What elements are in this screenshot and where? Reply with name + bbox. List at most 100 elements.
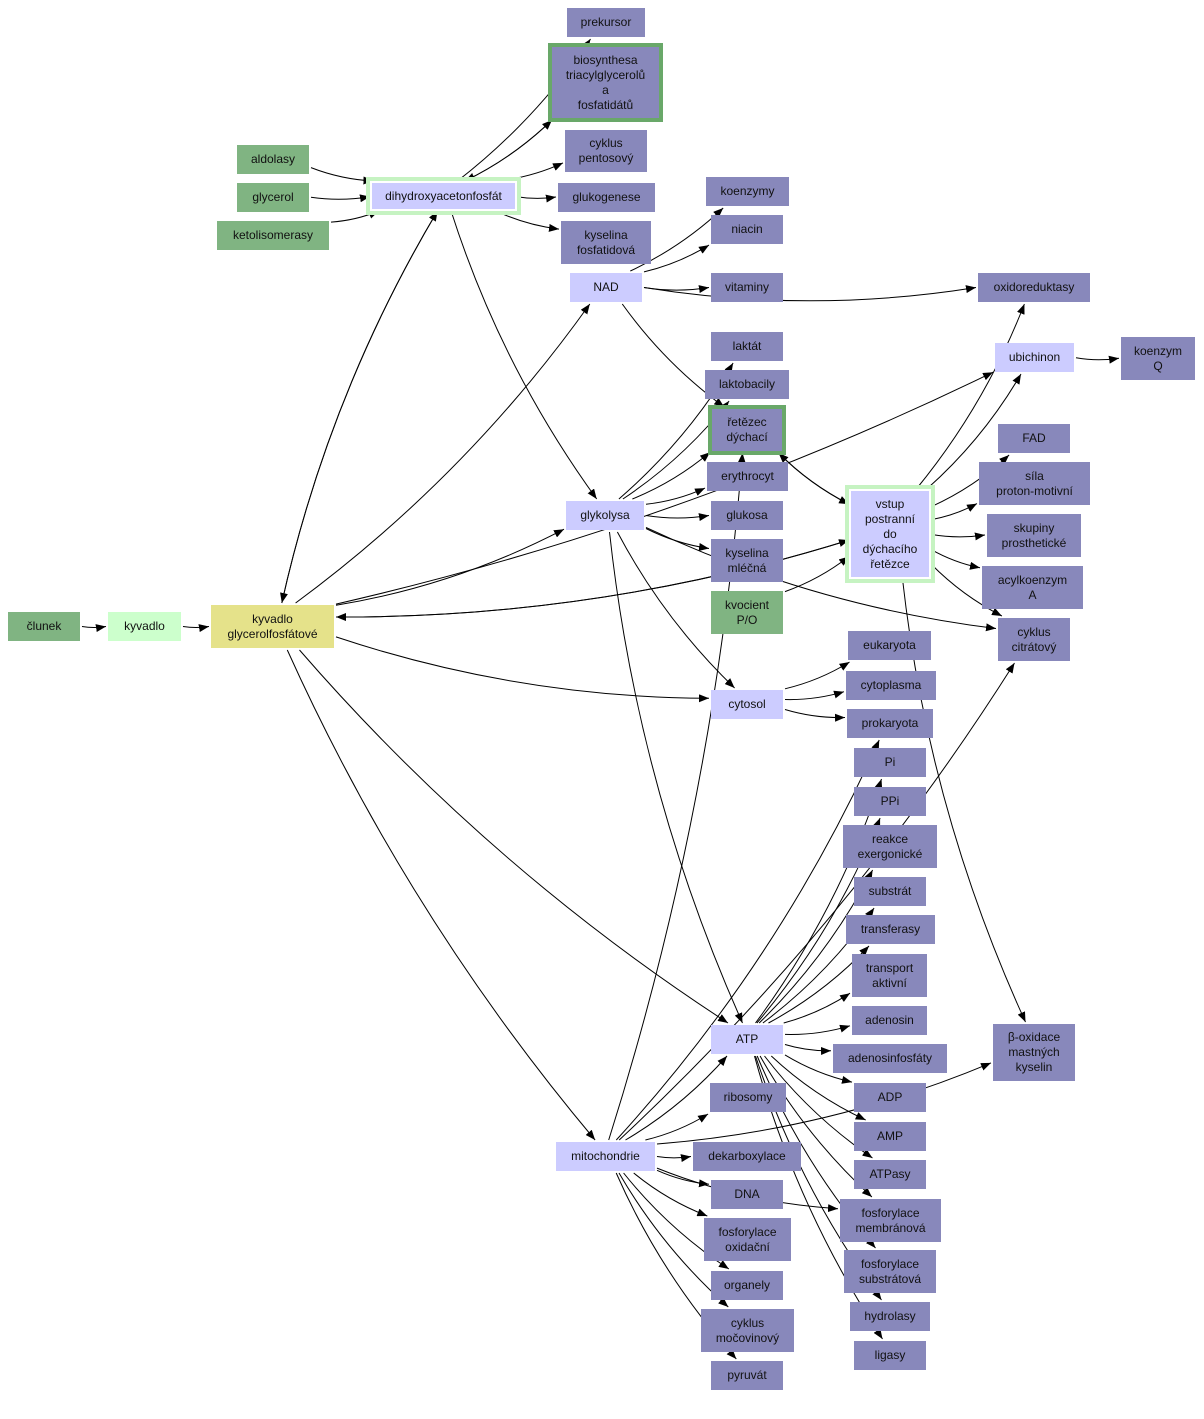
node-clunek[interactable]: člunek: [8, 612, 80, 641]
edge-nad-to-oxidoreduktasy: [643, 285, 977, 302]
node-biosynthesa[interactable]: biosynthesa triacylglycerolů a fosfatidá…: [552, 47, 659, 118]
node-nad[interactable]: NAD: [570, 273, 642, 302]
edge-cytosol-to-eukaryota: [784, 661, 850, 690]
edge-vstup-to-cyklus_citratovy: [930, 563, 1003, 617]
node-cyklus-mocovinovy[interactable]: cyklus močovinový: [701, 1309, 794, 1352]
edge-biosynthesa-to-dhap: [464, 119, 553, 182]
edge-mitochondrie-to-cyklus_citratovy: [618, 662, 1015, 1141]
node-eukaryota[interactable]: eukaryota: [848, 631, 931, 660]
edge-atp-to-adenosinfosfaty: [784, 1044, 832, 1055]
node-sila-proton-motivni[interactable]: síla proton-motivní: [979, 462, 1090, 505]
node-ribosomy[interactable]: ribosomy: [710, 1083, 786, 1112]
node-pyruvat[interactable]: pyruvát: [711, 1361, 783, 1390]
edge-vstup-to-ubichinon: [926, 373, 1022, 490]
node-organely[interactable]: organely: [711, 1271, 783, 1300]
node-adenosin[interactable]: adenosin: [852, 1006, 927, 1035]
node-kyvadlo[interactable]: kyvadlo: [108, 612, 181, 641]
edge-mitochondrie-to-atp: [625, 1055, 728, 1141]
edge-kyvadlo_gf-to-glykolysa: [335, 528, 565, 606]
edge-nad-to-niacin: [643, 244, 710, 273]
node-dekarboxylace[interactable]: dekarboxylace: [693, 1142, 801, 1171]
edge-dhap-to-kyvadlo_gf: [280, 210, 438, 604]
edge-kyvadlo_gf-to-cytosol: [335, 636, 710, 703]
edge-aldolasy-to-dhap: [310, 167, 374, 185]
node-aldolasy[interactable]: aldolasy: [237, 145, 309, 174]
node-prekursor[interactable]: prekursor: [567, 8, 645, 37]
edge-ubichinon-to-koenzym_q: [1075, 355, 1120, 364]
edge-kvocient-to-vstup: [784, 556, 850, 593]
node-fosforylace-membranova[interactable]: fosforylace membránová: [840, 1199, 941, 1242]
edge-kyvadlo_gf-to-nad: [295, 303, 591, 604]
node-erythrocyt[interactable]: erythrocyt: [707, 462, 788, 491]
node-kvocient-po[interactable]: kvocient P/O: [711, 591, 783, 634]
node-adp[interactable]: ADP: [854, 1083, 926, 1112]
node-glycerol[interactable]: glycerol: [237, 183, 309, 212]
edge-mitochondrie-to-beta: [656, 1062, 992, 1145]
node-kyselina-fosfatidova[interactable]: kyselina fosfatidová: [561, 221, 651, 264]
node-atp[interactable]: ATP: [711, 1025, 783, 1054]
node-fad[interactable]: FAD: [998, 424, 1070, 453]
edge-glykolysa-to-glukosa: [645, 513, 710, 522]
node-kyvadlo-glycerolfosfatove[interactable]: kyvadlo glycerolfosfátové: [211, 605, 334, 648]
node-substrat[interactable]: substrát: [854, 877, 926, 906]
node-fosforylace-substratova[interactable]: fosforylace substrátová: [844, 1250, 936, 1293]
edge-glykolysa-to-erythrocyt: [645, 487, 706, 505]
node-dna[interactable]: DNA: [711, 1180, 783, 1209]
node-reakce-exergonicke[interactable]: reakce exergonické: [843, 825, 937, 868]
edge-vstup-to-sila: [930, 503, 978, 521]
node-ligasy[interactable]: ligasy: [854, 1341, 926, 1370]
node-laktat[interactable]: laktát: [711, 332, 783, 361]
edge-mitochondrie-to-fosf_oxidacni: [633, 1172, 708, 1217]
node-adenosinfosfaty[interactable]: adenosinfosfáty: [833, 1044, 947, 1073]
node-ppi[interactable]: PPi: [854, 787, 926, 816]
node-laktobacily[interactable]: laktobacily: [705, 370, 789, 399]
node-mitochondrie[interactable]: mitochondrie: [556, 1142, 655, 1171]
node-beta-oxidace[interactable]: β-oxidace mastných kyselin: [993, 1024, 1075, 1081]
node-ubichinon[interactable]: ubichinon: [995, 343, 1074, 372]
node-koenzym-q[interactable]: koenzym Q: [1121, 337, 1195, 380]
node-oxidoreduktasy[interactable]: oxidoreduktasy: [978, 273, 1090, 302]
node-cytosol[interactable]: cytosol: [711, 690, 783, 719]
node-pi[interactable]: Pi: [854, 748, 926, 777]
edge-cytosol-to-prokaryota: [784, 709, 846, 722]
node-cyklus-citratovy[interactable]: cyklus citrátový: [998, 618, 1070, 661]
edge-dhap-to-glykolysa: [450, 210, 598, 500]
edge-atp-to-adenosin: [784, 1024, 851, 1035]
edge-vstup-to-acylkoenzym: [930, 548, 981, 570]
node-retezec-dychaci[interactable]: řetězec dýchací: [712, 409, 782, 451]
node-vstup-postranni[interactable]: vstup postranní do dýchacího řetězce: [851, 491, 929, 577]
node-acylkoenzym-a[interactable]: acylkoenzym A: [982, 566, 1083, 609]
node-ketolisomerasy[interactable]: ketolisomerasy: [217, 221, 329, 250]
edge-atp-to-transport: [783, 992, 851, 1024]
edge-vstup-to-oxidoreduktasy: [915, 303, 1025, 490]
node-glykolysa[interactable]: glykolysa: [566, 501, 644, 530]
node-vitaminy[interactable]: vitaminy: [711, 273, 783, 302]
node-fosforylace-oxidacni[interactable]: fosforylace oxidační: [704, 1218, 791, 1261]
edge-mitochondrie-to-prokaryota: [615, 739, 880, 1141]
node-hydrolasy[interactable]: hydrolasy: [850, 1302, 930, 1331]
node-atpasy[interactable]: ATPasy: [854, 1160, 926, 1189]
edge-clunek-to-kyvadlo: [81, 624, 107, 633]
edge-kyvadlo-to-kyvadlo_gf: [182, 624, 210, 633]
edge-atp-to-adp: [784, 1054, 853, 1084]
node-cyklus-pentosovy[interactable]: cyklus pentosový: [565, 130, 647, 172]
edge-kyvadlo_gf-to-atp: [299, 649, 729, 1024]
node-cytoplasma[interactable]: cytoplasma: [846, 671, 936, 700]
node-skupiny-prosteticke[interactable]: skupiny prosthetické: [987, 514, 1081, 557]
node-dihydroxyacetonfosfat[interactable]: dihydroxyacetonfosfát: [372, 183, 515, 209]
node-niacin[interactable]: niacin: [711, 215, 783, 244]
edge-kyvadlo_gf-to-mitochondrie: [286, 649, 596, 1141]
node-amp[interactable]: AMP: [854, 1122, 926, 1151]
edge-dhap-to-kyselina_fosfatidova: [495, 210, 560, 232]
node-prokaryota[interactable]: prokaryota: [847, 709, 933, 738]
node-glukosa[interactable]: glukosa: [711, 501, 783, 530]
node-koenzymy[interactable]: koenzymy: [706, 177, 789, 206]
node-transferasy[interactable]: transferasy: [846, 915, 935, 944]
node-transport-aktivni[interactable]: transport aktivní: [852, 954, 927, 997]
node-glukogenese[interactable]: glukogenese: [558, 183, 655, 212]
edge-glykolysa-to-atp: [609, 531, 743, 1024]
edge-cytosol-to-cytoplasma: [784, 690, 845, 701]
node-kyselina-mlecna[interactable]: kyselina mléčná: [711, 539, 783, 582]
